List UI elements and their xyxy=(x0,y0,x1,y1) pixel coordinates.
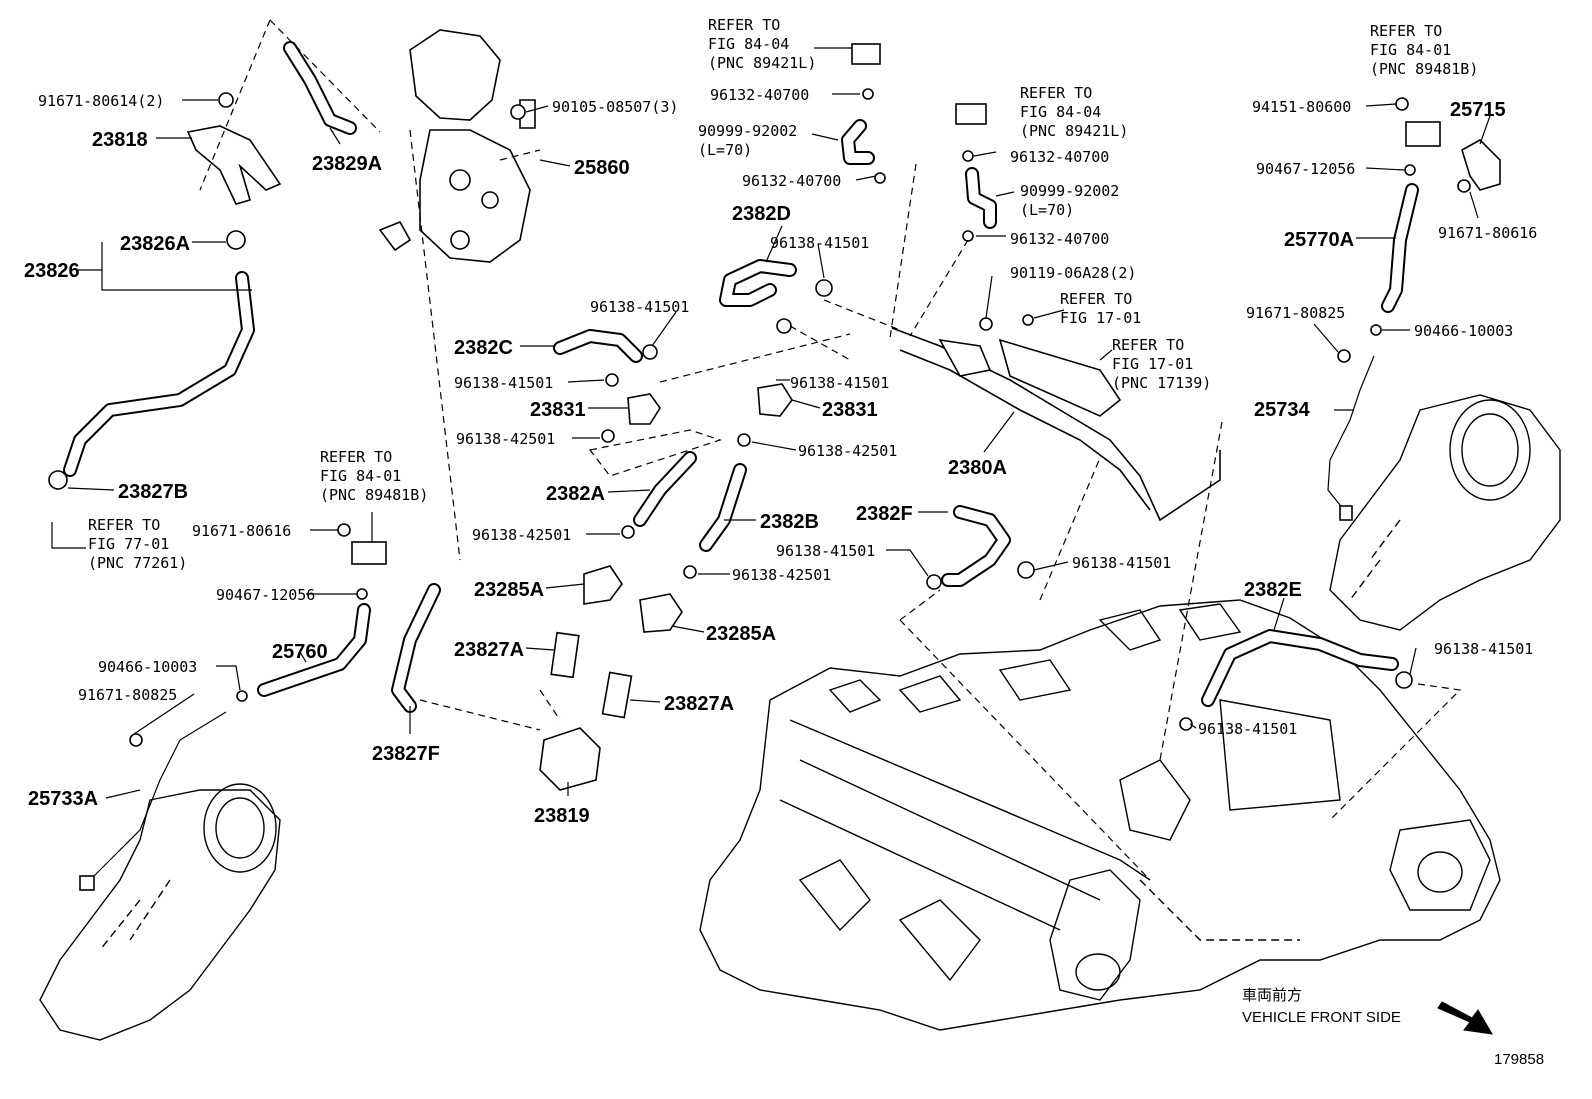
label-23827a-right: 23827A xyxy=(664,693,734,715)
vehicle-front-indicator: 車両前方 VEHICLE FRONT SIDE xyxy=(1242,987,1493,1035)
label-90999-92002-b: 90999-92002(L=70) xyxy=(1020,182,1119,219)
label-front-japanese: 車両前方 xyxy=(1242,987,1302,1004)
label-2382b: 2382B xyxy=(760,511,819,533)
label-96138-41501-a: 96138-41501 xyxy=(770,234,869,252)
label-96138-42501-d: 96138-42501 xyxy=(732,566,831,584)
label-23827b: 23827B xyxy=(118,481,188,503)
label-90466-10003-left: 90466-10003 xyxy=(98,658,197,676)
label-91671-80825-left: 91671-80825 xyxy=(78,686,177,704)
hoses xyxy=(63,41,1419,719)
label-23831-left: 23831 xyxy=(530,399,586,421)
label-23827a-left: 23827A xyxy=(454,639,524,661)
label-90467-12056-right: 90467-12056 xyxy=(1256,160,1355,178)
label-96138-42501-b: 96138-42501 xyxy=(798,442,897,460)
label-91671-80616-left: 91671-80616 xyxy=(192,522,291,540)
label-96138-41501-e: 96138-41501 xyxy=(776,542,875,560)
label-25733a: 25733A xyxy=(28,788,98,810)
label-96138-41501-f: 96138-41501 xyxy=(1072,554,1171,572)
label-2382c: 2382C xyxy=(454,337,513,359)
label-2382d: 2382D xyxy=(732,203,791,225)
label-23826: 23826 xyxy=(24,260,80,282)
figure-number: 179858 xyxy=(1494,1051,1544,1068)
label-94151-80600: 94151-80600 xyxy=(1252,98,1351,116)
leader-lines xyxy=(51,47,1491,799)
label-90119-06a28: 90119-06A28(2) xyxy=(1010,264,1136,282)
label-90999-92002-a: 90999-92002(L=70) xyxy=(698,122,797,159)
label-2382f: 2382F xyxy=(856,503,913,525)
label-23819: 23819 xyxy=(534,805,590,827)
label-96138-42501-a: 96138-42501 xyxy=(456,430,555,448)
pipes-and-sensors xyxy=(48,43,1501,891)
label-23829a: 23829A xyxy=(312,153,382,175)
label-96138-42501-c: 96138-42501 xyxy=(472,526,571,544)
label-91671-80614: 91671-80614(2) xyxy=(38,92,164,110)
label-23818: 23818 xyxy=(92,129,148,151)
front-arrow-icon xyxy=(1437,1001,1493,1035)
label-96138-41501-h: 96138-41501 xyxy=(1198,720,1297,738)
label-23285a-left: 23285A xyxy=(474,579,544,601)
label-25770a: 25770A xyxy=(1284,229,1354,251)
label-vehicle-front-side: VEHICLE FRONT SIDE xyxy=(1242,1009,1401,1026)
label-96132-40700-a: 96132-40700 xyxy=(710,86,809,104)
label-96138-41501-g: 96138-41501 xyxy=(1434,640,1533,658)
label-25734: 25734 xyxy=(1254,399,1310,421)
label-96132-40700-d: 96132-40700 xyxy=(1010,230,1109,248)
label-23826a: 23826A xyxy=(120,233,190,255)
left-exhaust-converter xyxy=(39,783,281,1041)
label-96138-41501-d: 96138-41501 xyxy=(790,374,889,392)
callout-labels: 91671-80614(2) 23818 23829A 90105-08507(… xyxy=(24,16,1537,827)
label-23285a-right: 23285A xyxy=(706,623,776,645)
label-25860: 25860 xyxy=(574,157,630,179)
label-90467-12056-left: 90467-12056 xyxy=(216,586,315,604)
label-2382a: 2382A xyxy=(546,483,605,505)
engine-block-outline xyxy=(699,599,1501,1031)
label-2380a: 2380A xyxy=(948,457,1007,479)
right-exhaust-converter xyxy=(1329,394,1561,631)
label-23827f: 23827F xyxy=(372,743,440,765)
label-96138-41501-b: 96138-41501 xyxy=(590,298,689,316)
label-23831-right: 23831 xyxy=(822,399,878,421)
label-25760: 25760 xyxy=(272,641,328,663)
label-2382e: 2382E xyxy=(1244,579,1302,601)
label-91671-80825-right: 91671-80825 xyxy=(1246,304,1345,322)
label-96132-40700-b: 96132-40700 xyxy=(742,172,841,190)
label-91671-80616-right: 91671-80616 xyxy=(1438,224,1537,242)
label-90466-10003-right: 90466-10003 xyxy=(1414,322,1513,340)
label-96132-40700-c: 96132-40700 xyxy=(1010,148,1109,166)
dashed-connections xyxy=(199,19,1462,881)
label-90105-08507: 90105-08507(3) xyxy=(552,98,678,116)
label-96138-41501-c: 96138-41501 xyxy=(454,374,553,392)
label-25715: 25715 xyxy=(1450,99,1506,121)
bracket-25860 xyxy=(378,29,536,263)
